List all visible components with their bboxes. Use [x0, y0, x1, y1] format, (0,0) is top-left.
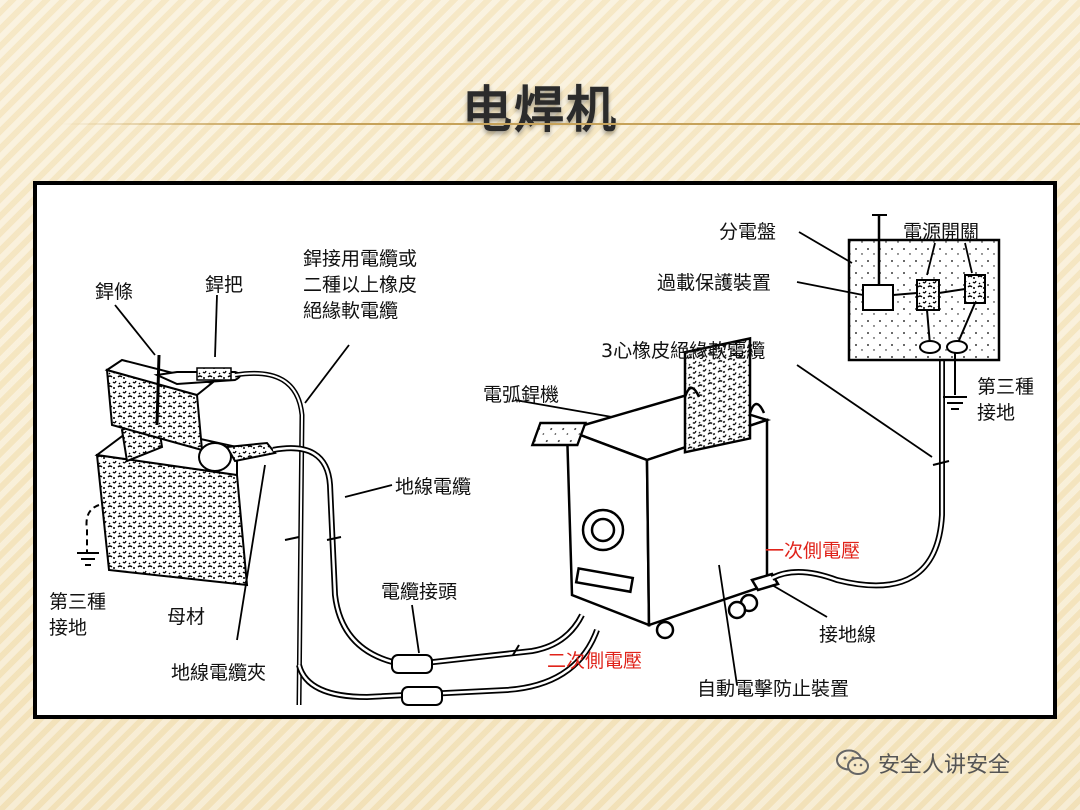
- label-cable-desc-1: 銲接用電纜或: [303, 248, 418, 270]
- title-divider: [60, 123, 1080, 125]
- label-ground-right-2: 接地: [977, 402, 1016, 424]
- label-holder: 銲把: [205, 274, 244, 296]
- label-ground-left-2: 接地: [49, 617, 88, 639]
- slide-title: 电焊机: [462, 80, 618, 139]
- label-distribution-panel: 分電盤: [719, 221, 777, 243]
- label-base-metal: 母材: [167, 606, 206, 628]
- wechat-icon: [836, 749, 870, 777]
- label-ground-left-1: 第三種: [49, 591, 107, 613]
- leader-lines: [114, 231, 973, 686]
- label-cable-joint: 電纜接頭: [381, 581, 458, 603]
- label-3core-cable: 3心橡皮絕緣軟電纜: [601, 340, 766, 362]
- label-primary-voltage: 一次側電壓: [765, 540, 861, 562]
- label-secondary-voltage: 二次側電壓: [547, 650, 643, 672]
- label-electrode: 銲條: [95, 281, 134, 303]
- diagram-drawing: [77, 214, 1001, 706]
- watermark: 安全人讲安全: [836, 748, 1010, 778]
- base-metal-plates: [94, 358, 249, 587]
- label-overload-protection: 過載保護裝置: [657, 272, 772, 294]
- label-cable-desc-2: 二種以上橡皮: [303, 274, 418, 296]
- arc-welder-machine: [530, 336, 780, 640]
- label-ground-wire: 接地線: [819, 624, 877, 646]
- label-cable-desc-3: 絕緣軟電纜: [303, 300, 399, 322]
- label-ground-right-1: 第三種: [977, 376, 1035, 398]
- label-power-switch: 電源開關: [903, 221, 980, 243]
- label-arc-welder: 電弧銲機: [483, 384, 560, 406]
- label-ground-cable: 地線電纜: [395, 476, 472, 498]
- label-auto-shock-device: 自動電擊防止裝置: [697, 678, 850, 700]
- label-ground-clamp: 地線電纜夾: [171, 662, 267, 684]
- watermark-text: 安全人讲安全: [878, 753, 1011, 778]
- welding-diagram: 銲條 銲把 銲接用電纜或 二種以上橡皮 絕緣軟電纜 地線電纜 第三種 接地 母材…: [33, 181, 1057, 719]
